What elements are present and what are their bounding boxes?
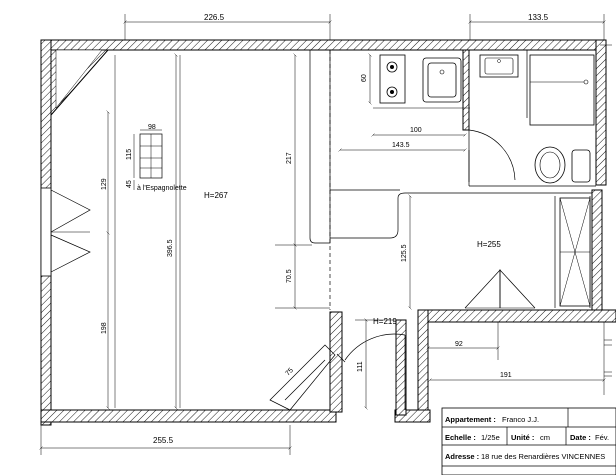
dim-top-left: 226.5 <box>204 13 225 22</box>
dim-top-right: 133.5 <box>528 13 549 22</box>
dim-door-111: 111 <box>357 361 364 372</box>
dimension-lines <box>41 14 604 455</box>
tb-echelle-value: 1/25e <box>481 433 500 442</box>
tb-unite-value: cm <box>540 433 550 442</box>
dim-mid-lower: 70.5 <box>286 269 293 283</box>
dim-left-upper: 129 <box>101 178 108 190</box>
window-detail-height: 115 <box>126 149 133 160</box>
window-detail-sill: 45 <box>126 180 133 188</box>
dim-kitchen-depth: 60 <box>361 74 368 82</box>
bathroom <box>529 54 595 307</box>
tb-adresse-value: 18 rue des Renardières VINCENNES <box>481 452 605 461</box>
dim-mid-upper: 217 <box>286 152 293 164</box>
left-windows <box>40 187 91 277</box>
dim-right-125: 125.5 <box>401 244 408 262</box>
tb-date-value: Fév. <box>595 433 609 442</box>
room-right-height: H=255 <box>477 240 501 249</box>
edge-marks <box>600 44 612 377</box>
dim-height-total: 396.5 <box>167 239 174 257</box>
kitchen <box>373 54 519 109</box>
interior-partitions <box>114 50 596 408</box>
tb-appartement-value: Franco J.J. <box>502 415 539 424</box>
doors <box>269 129 536 411</box>
room-main-height: H=267 <box>204 191 228 200</box>
dim-door-75: 75 <box>284 367 295 378</box>
tb-appartement-label: Appartement : <box>445 415 496 424</box>
tb-echelle-label: Echelle : <box>445 433 476 442</box>
window-detail <box>133 129 163 190</box>
dim-bottom-width: 255.5 <box>153 436 174 445</box>
title-block <box>441 407 616 475</box>
dim-corridor-92: 92 <box>455 341 463 348</box>
dim-kitchen-143: 143.5 <box>392 142 410 149</box>
corner-hatch <box>50 49 110 117</box>
window-detail-label: à l'Espagnolette <box>137 185 187 192</box>
room-corridor-height: H=219 <box>373 317 397 326</box>
tb-adresse-label: Adresse : <box>445 452 479 461</box>
dim-kitchen-100: 100 <box>410 127 422 134</box>
tb-date-label: Date : <box>570 433 591 442</box>
dim-corridor-191: 191 <box>500 372 512 379</box>
tb-unite-label: Unité : <box>511 433 534 442</box>
dim-left-lower: 198 <box>101 322 108 334</box>
window-detail-width: 98 <box>148 124 156 131</box>
